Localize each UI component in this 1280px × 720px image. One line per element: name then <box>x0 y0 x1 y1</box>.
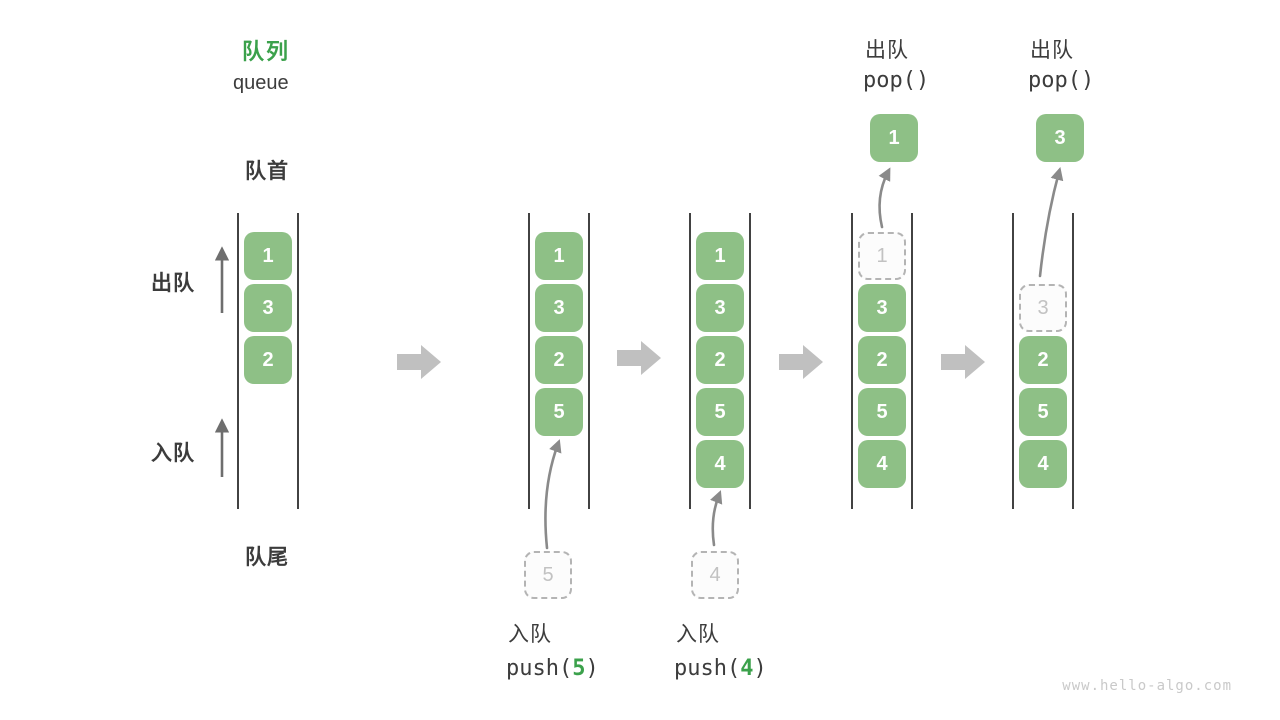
queue-wall <box>237 213 239 509</box>
watermark: www.hello-algo.com <box>1062 678 1232 694</box>
queue-element: 3 <box>244 284 292 332</box>
queue-element: 5 <box>858 388 906 436</box>
staged-element: 4 <box>691 551 739 599</box>
queue-element: 3 <box>535 284 583 332</box>
queue-element: 1 <box>535 232 583 280</box>
queue-wall <box>528 213 530 509</box>
queue-wall <box>1012 213 1014 509</box>
label-enqueue-side: 入队 <box>151 442 195 465</box>
popped-element: 3 <box>1036 114 1084 162</box>
queue-column-5: 3 2 5 4 <box>1012 213 1074 509</box>
queue-element: 3 <box>858 284 906 332</box>
push-fn-suffix: ) <box>753 656 767 681</box>
queue-wall <box>689 213 691 509</box>
push-fn-prefix: push( <box>674 656 741 681</box>
queue-element: 4 <box>858 440 906 488</box>
queue-wall <box>911 213 913 509</box>
push-arg: 5 <box>572 656 586 681</box>
queue-column-2: 1 3 2 5 <box>528 213 590 509</box>
queue-wall <box>1072 213 1074 509</box>
queue-element: 1 <box>696 232 744 280</box>
push-call-text: push(4) <box>674 656 767 681</box>
push-fn-suffix: ) <box>585 656 599 681</box>
label-queue-front: 队首 <box>245 160 289 183</box>
push-label-zh: 入队 <box>508 623 552 646</box>
push-call-text: push(5) <box>506 656 599 681</box>
queue-column-4: 1 3 2 5 4 <box>851 213 913 509</box>
push-label-zh: 入队 <box>676 623 720 646</box>
queue-wall <box>749 213 751 509</box>
label-dequeue-side: 出队 <box>151 272 195 295</box>
queue-column-3: 1 3 2 5 4 <box>689 213 751 509</box>
staged-element: 5 <box>524 551 572 599</box>
queue-wall <box>297 213 299 509</box>
pop-label-zh: 出队 <box>865 39 909 62</box>
queue-element: 2 <box>858 336 906 384</box>
removed-element-slot: 3 <box>1019 284 1067 332</box>
queue-column-1: 1 3 2 <box>237 213 299 509</box>
removed-element-slot: 1 <box>858 232 906 280</box>
label-queue-rear: 队尾 <box>245 546 289 569</box>
queue-wall <box>588 213 590 509</box>
queue-element: 2 <box>1019 336 1067 384</box>
queue-element: 2 <box>535 336 583 384</box>
diagram-title-zh: 队列 <box>242 39 291 64</box>
queue-element: 1 <box>244 232 292 280</box>
diagram-title-en: queue <box>233 72 289 94</box>
queue-element: 5 <box>535 388 583 436</box>
pop-label-zh: 出队 <box>1030 39 1074 62</box>
queue-element: 3 <box>696 284 744 332</box>
queue-element: 4 <box>696 440 744 488</box>
push-arg: 4 <box>740 656 754 681</box>
queue-element: 5 <box>1019 388 1067 436</box>
queue-element: 2 <box>244 336 292 384</box>
queue-element: 4 <box>1019 440 1067 488</box>
queue-wall <box>851 213 853 509</box>
push-fn-prefix: push( <box>506 656 573 681</box>
queue-element: 2 <box>696 336 744 384</box>
pop-call-text: pop() <box>863 68 930 93</box>
queue-element: 5 <box>696 388 744 436</box>
pop-call-text: pop() <box>1028 68 1095 93</box>
popped-element: 1 <box>870 114 918 162</box>
